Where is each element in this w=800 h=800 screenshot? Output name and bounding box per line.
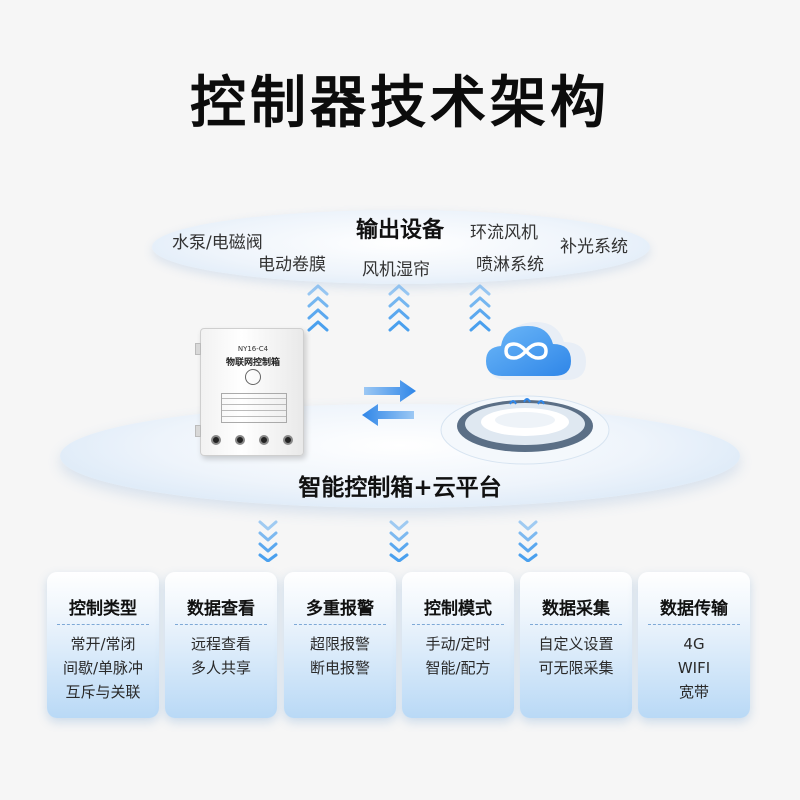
down-chevrons-icon bbox=[256, 518, 280, 562]
down-chevrons-icon bbox=[387, 518, 411, 562]
logo-badge-icon bbox=[245, 369, 261, 385]
card-line: 4G bbox=[683, 635, 705, 653]
output-devices-platform bbox=[152, 210, 650, 284]
output-devices-title: 输出设备 bbox=[355, 218, 444, 243]
card-line: 超限报警 bbox=[309, 635, 370, 653]
device-label-circulation-fan: 环流风机 bbox=[470, 223, 538, 243]
card-divider bbox=[648, 624, 740, 625]
switch-knob-icon bbox=[259, 435, 269, 445]
spec-table-plate bbox=[221, 393, 287, 423]
card-divider bbox=[57, 624, 149, 625]
feature-card-control-mode: 控制模式 手动/定时 智能/配方 bbox=[402, 572, 514, 718]
card-title: 控制类型 bbox=[69, 599, 137, 619]
card-line: 互斥与关联 bbox=[65, 683, 141, 701]
card-line: 自定义设置 bbox=[538, 635, 614, 653]
card-divider bbox=[175, 624, 267, 625]
card-title: 数据传输 bbox=[660, 599, 728, 619]
card-line: 手动/定时 bbox=[425, 635, 491, 653]
control-box-name: 物联网控制箱 bbox=[225, 358, 280, 368]
data-exchange-arrows-icon bbox=[362, 380, 416, 426]
up-chevrons-icon bbox=[468, 282, 492, 332]
device-label-pump-valve: 水泵/电磁阀 bbox=[172, 233, 263, 253]
feature-card-data-view: 数据查看 远程查看 多人共享 bbox=[165, 572, 277, 718]
card-line: 常开/常闭 bbox=[70, 635, 136, 653]
card-line: 宽带 bbox=[678, 683, 709, 701]
card-divider bbox=[412, 624, 504, 625]
up-chevrons-icon bbox=[306, 282, 330, 332]
page-title: 控制器技术架构 bbox=[190, 71, 610, 136]
card-line: 可无限采集 bbox=[538, 659, 614, 677]
device-label-fan-wet-curtain: 风机湿帘 bbox=[362, 260, 430, 280]
card-title: 数据采集 bbox=[542, 599, 610, 619]
card-line: 多人共享 bbox=[190, 659, 251, 677]
card-title: 控制模式 bbox=[424, 599, 492, 619]
card-line: WIFI bbox=[677, 659, 711, 677]
down-chevrons-icon bbox=[516, 518, 540, 562]
feature-card-data-collection: 数据采集 自定义设置 可无限采集 bbox=[520, 572, 632, 718]
card-title: 数据查看 bbox=[187, 599, 255, 619]
switch-knob-icon bbox=[211, 435, 221, 445]
device-label-spray-system: 喷淋系统 bbox=[476, 255, 544, 275]
hinge-icon bbox=[195, 343, 201, 355]
device-label-fill-light-system: 补光系统 bbox=[560, 237, 628, 257]
cloud-platform-icon bbox=[486, 322, 586, 380]
card-title: 多重报警 bbox=[306, 599, 374, 619]
control-box-image: NY16-C4 物联网控制箱 bbox=[195, 328, 304, 456]
feature-card-multi-alarm: 多重报警 超限报警 断电报警 bbox=[284, 572, 396, 718]
card-line: 智能/配方 bbox=[425, 659, 491, 677]
switch-knob-icon bbox=[283, 435, 293, 445]
card-line: 断电报警 bbox=[309, 659, 370, 677]
card-divider bbox=[530, 624, 622, 625]
card-divider bbox=[294, 624, 386, 625]
feature-card-control-type: 控制类型 常开/常闭 间歇/单脉冲 互斥与关联 bbox=[47, 572, 159, 718]
hinge-icon bbox=[195, 425, 201, 437]
control-box-model: NY16-C4 bbox=[237, 345, 269, 353]
feature-card-data-transmission: 数据传输 4G WIFI 宽带 bbox=[638, 572, 750, 718]
switch-knob-icon bbox=[235, 435, 245, 445]
controller-platform bbox=[60, 404, 740, 508]
cloud-gateway-device-image bbox=[440, 395, 610, 465]
card-line: 远程查看 bbox=[190, 635, 251, 653]
card-line: 间歇/单脉冲 bbox=[62, 659, 144, 677]
platform-title: 智能控制箱+云平台 bbox=[298, 475, 502, 501]
device-label-film-roller: 电动卷膜 bbox=[258, 255, 326, 275]
up-chevrons-icon bbox=[387, 282, 411, 332]
